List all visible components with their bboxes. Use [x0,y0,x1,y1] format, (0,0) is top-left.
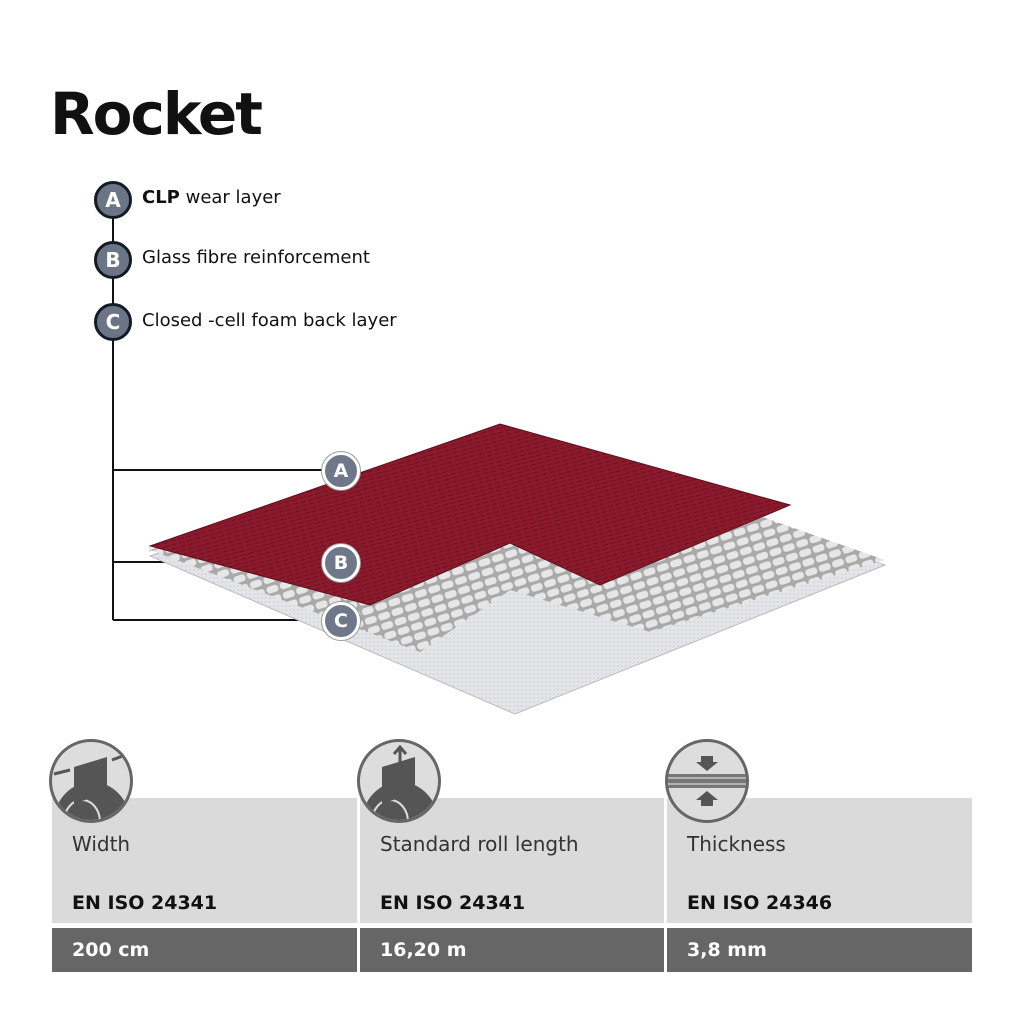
spec-label: Standard roll length [380,832,579,856]
spec-value: 3,8 mm [687,939,767,961]
diagram-marker-b: B [322,544,360,582]
spec-standard: EN ISO 24346 [687,892,833,914]
diagram-marker-c: C [322,602,360,640]
product-title: Rocket [50,80,263,148]
legend-item-c: Closed -cell foam back layer [142,310,397,331]
legend-badge-a: A [94,181,132,219]
legend-item-a: CLP wear layer [142,187,281,208]
legend-badge-c: C [94,303,132,341]
legend-bold: CLP [142,187,180,208]
wear-layer [148,423,792,606]
legend-label: wear layer [179,187,281,208]
layer-diagram [112,214,887,715]
legend-badge-b: B [94,241,132,279]
roll-length-icon [357,739,441,823]
legend-item-b: Glass fibre reinforcement [142,247,370,268]
spec-value-thickness: 3,8 mm [667,928,972,972]
spec-standard: EN ISO 24341 [72,892,218,914]
spec-value-roll-length: 16,20 m [360,928,664,972]
spec-value: 16,20 m [380,939,467,961]
thickness-icon [665,739,749,823]
spec-standard: EN ISO 24341 [380,892,526,914]
spec-label: Width [72,832,131,856]
roll-width-icon [49,739,133,823]
spec-label: Thickness [687,832,786,856]
diagram-marker-a: A [322,452,360,490]
spec-value: 200 cm [72,939,150,961]
spec-value-width: 200 cm [52,928,357,972]
